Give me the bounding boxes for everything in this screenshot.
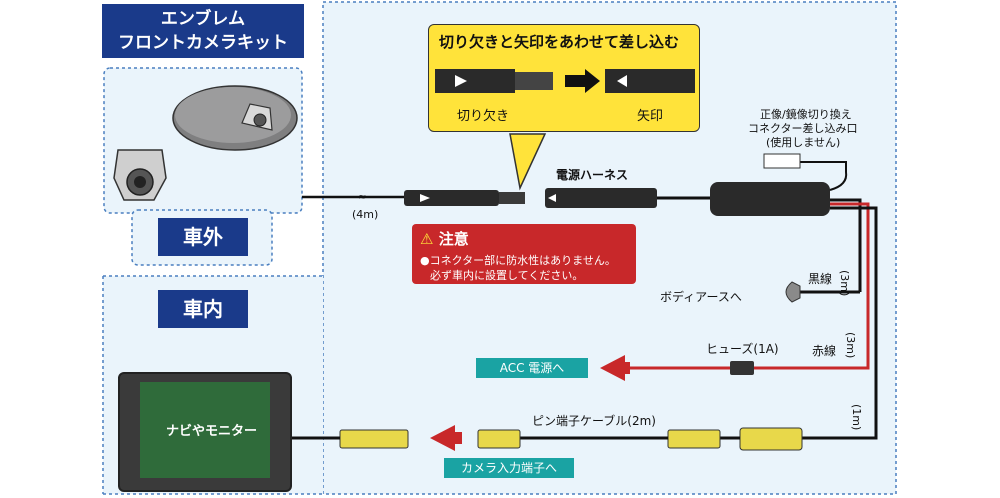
warning-icon: ⚠ — [420, 230, 434, 248]
monitor: ナビやモニター — [118, 372, 292, 492]
monitor-label: ナビやモニター — [166, 424, 258, 439]
caution-title: 注意 — [438, 230, 469, 248]
fuse-label: ヒューズ(1A) — [706, 342, 779, 356]
caution-box: ⚠ 注意 ●コネクター部に防水性はありません。 必ず車内に設置してください。 — [412, 224, 636, 284]
red-wire-label: 赤線 — [812, 344, 837, 358]
acc-label: ACC 電源へ — [476, 358, 588, 378]
mirror-label-3: (使用しません) — [766, 136, 841, 149]
connector-detail — [435, 69, 695, 93]
arrow-label: 矢印 — [637, 109, 664, 124]
camera-input-label: カメラ入力端子へ — [444, 458, 574, 478]
mirror-label-1: 正像/鏡像切り換え — [760, 108, 852, 121]
kit-title: エンブレム フロントカメラキット — [102, 4, 304, 58]
insertion-callout: 切り欠きと矢印をあわせて差し込む 切り欠き 矢印 — [428, 24, 700, 132]
outside-label: 車外 — [158, 218, 248, 256]
caution-line2: 必ず車内に設置してください。 — [430, 269, 584, 282]
callout-title: 切り欠きと矢印をあわせて差し込む — [439, 33, 680, 51]
black-wire-label: 黒線 — [808, 272, 833, 286]
monitor-screen — [140, 382, 270, 478]
body-earth-label: ボディアースへ — [660, 290, 742, 304]
cable-length-4m: (4m) — [352, 208, 379, 221]
inside-label: 車内 — [158, 290, 248, 328]
svg-text:≈: ≈ — [358, 192, 366, 203]
notch-label: 切り欠き — [457, 109, 510, 124]
caution-line1: ●コネクター部に防水性はありません。 — [420, 254, 616, 267]
kit-title-line1: エンブレム — [160, 9, 246, 29]
harness-label: 電源ハーネス — [556, 168, 629, 182]
red-wire-length: (3m) — [844, 332, 857, 359]
black-wire-length: (3m) — [838, 270, 851, 297]
rca-cable-label: ピン端子ケーブル(2m) — [532, 414, 656, 428]
kit-title-line2: フロントカメラキット — [118, 33, 288, 53]
camera-illustration — [113, 85, 298, 201]
mirror-label-2: コネクター差し込み口 — [748, 122, 858, 135]
rca-length: (1m) — [850, 404, 863, 431]
